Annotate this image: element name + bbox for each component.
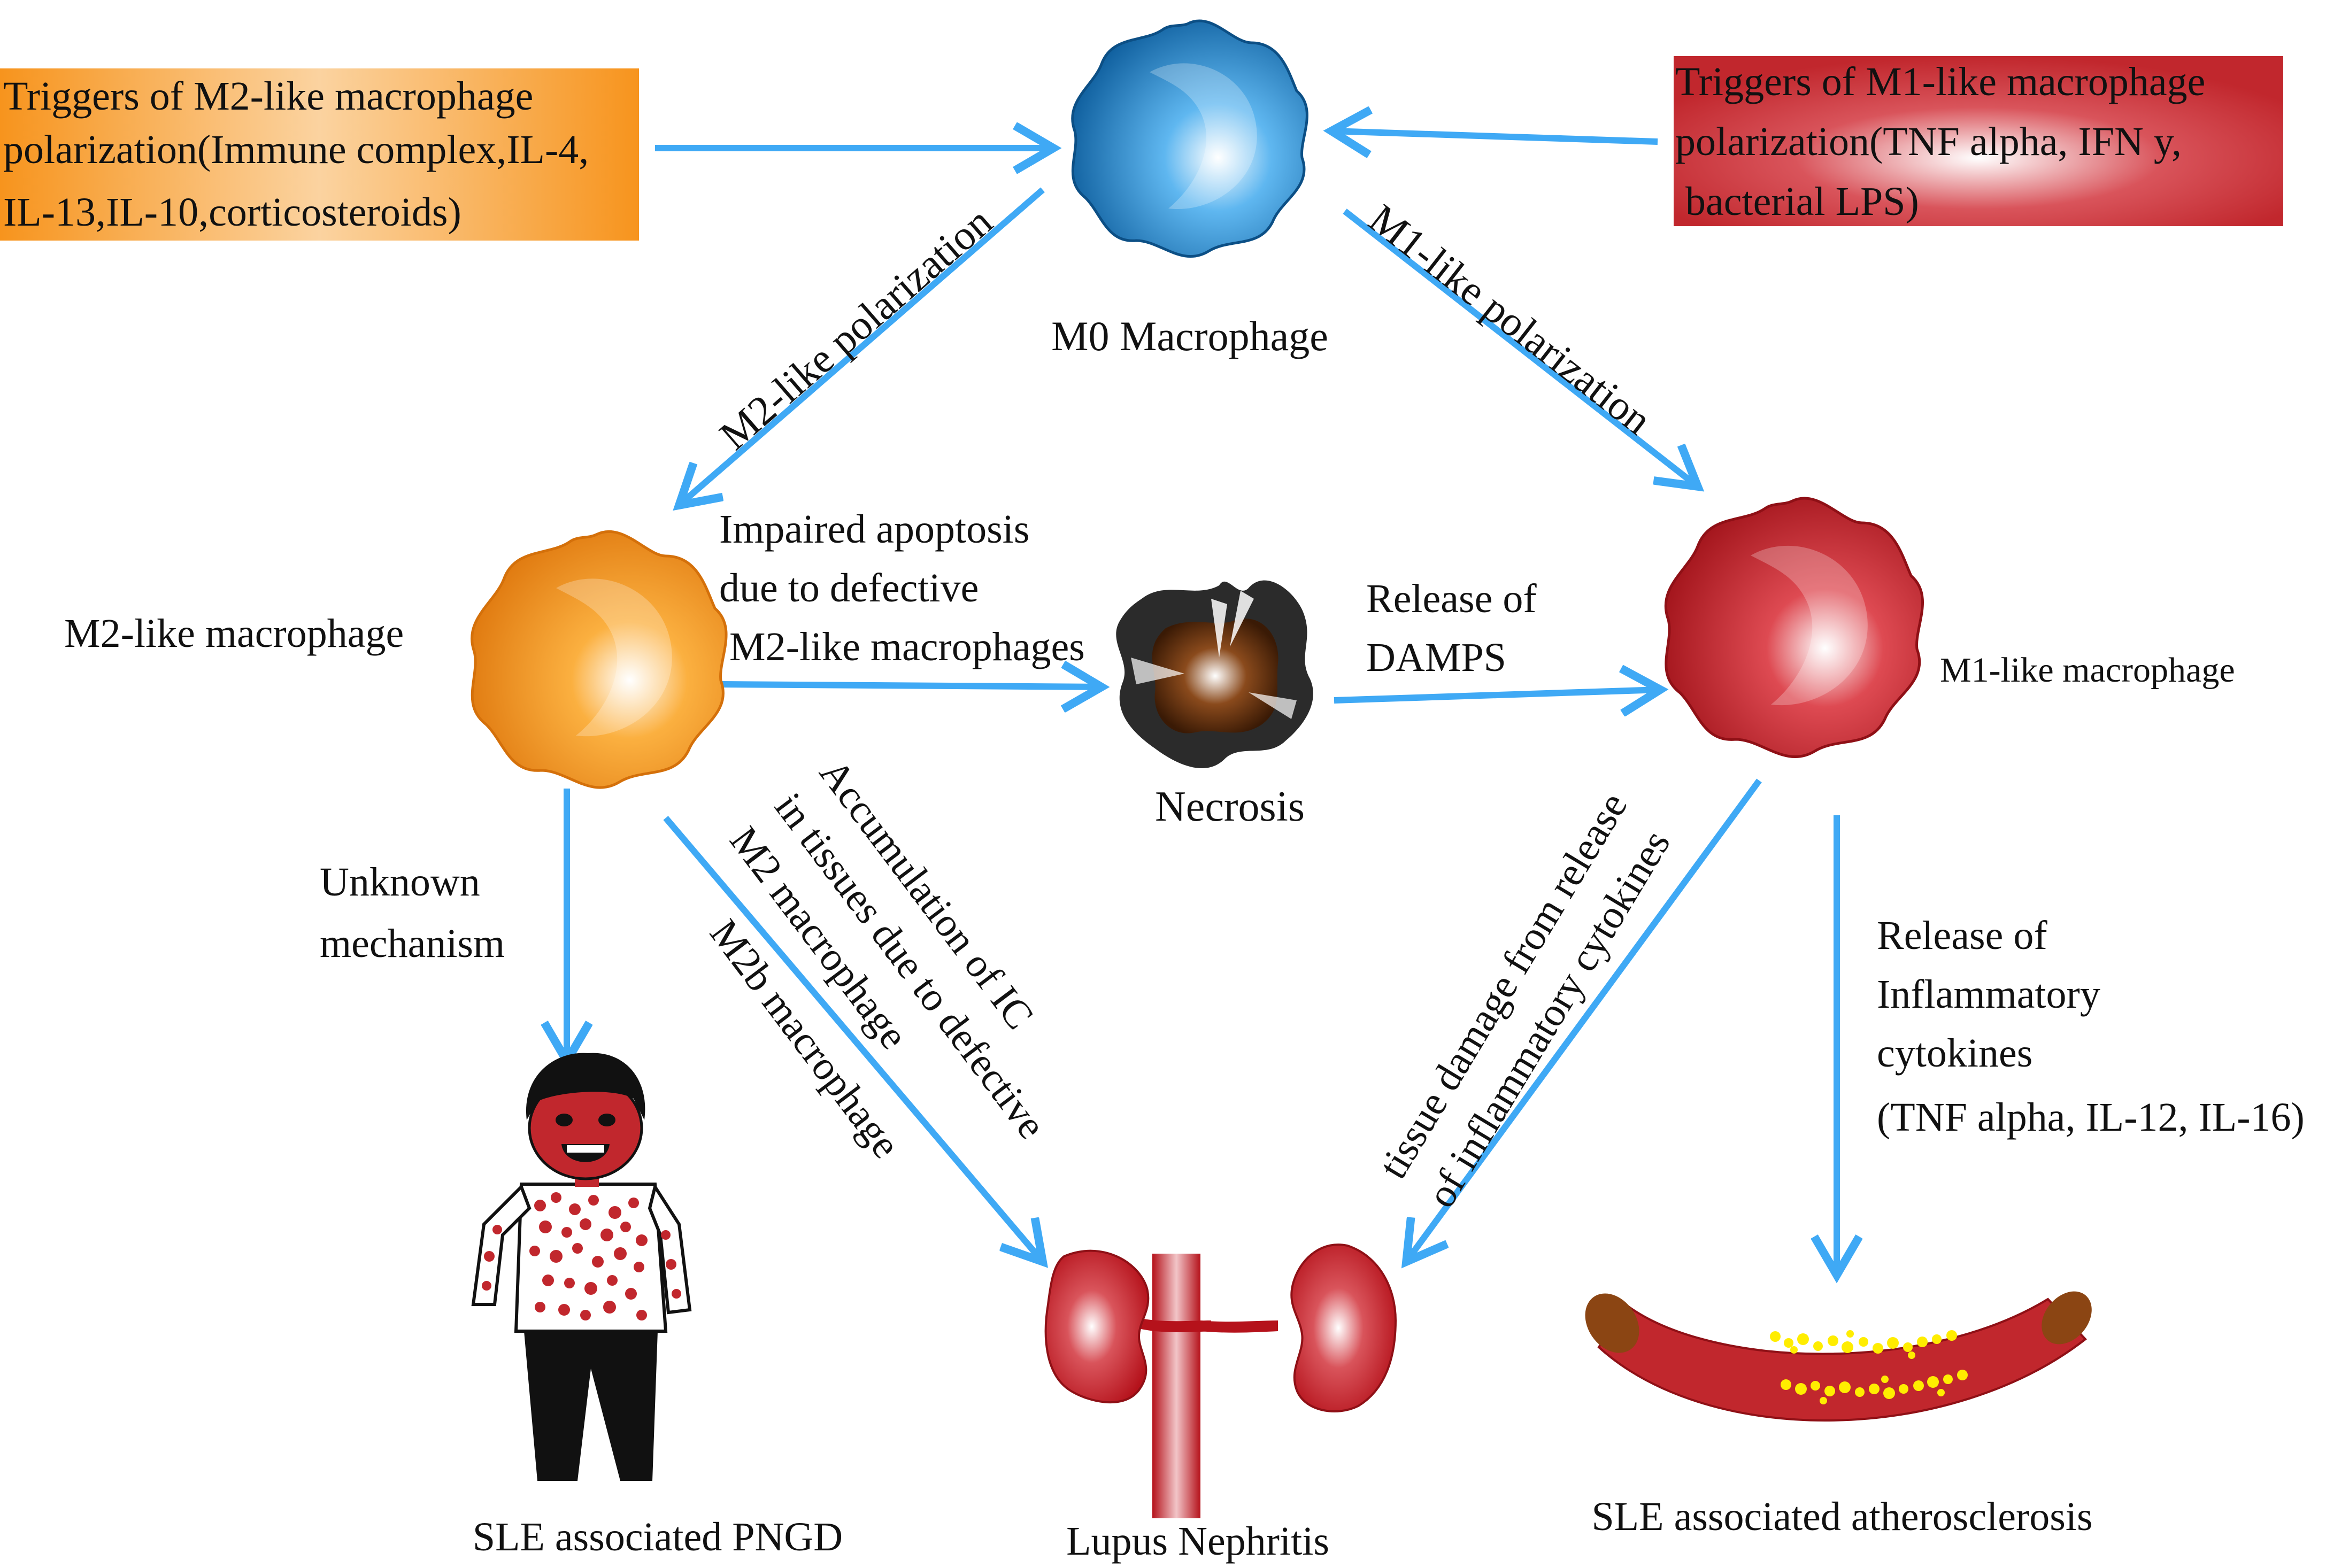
- m2-triggers-box-fill: [0, 68, 639, 241]
- m2-triggers-box: Triggers of M2-like macrophage polarizat…: [0, 68, 639, 241]
- m1-like-macrophage: M1-like macrophage: [1664, 497, 2235, 758]
- m0-macrophage-icon: [1071, 19, 1308, 258]
- arrow-m0-to-m2: [679, 187, 1045, 505]
- m2-like-macrophage: M2-like macrophage: [64, 530, 728, 789]
- rash-dots: [482, 1192, 681, 1320]
- arrow-m0-to-m1: [1343, 208, 1698, 486]
- impaired-apoptosis-line-3: M2-like macrophages: [719, 624, 1085, 669]
- cytokines-line-4: (TNF alpha, IL-12, IL-16): [1877, 1095, 2305, 1140]
- m2-macrophage-label: M2-like macrophage: [64, 611, 404, 656]
- necrosis-label: Necrosis: [1155, 783, 1305, 830]
- unknown-mechanism-label: Unknown mechanism: [320, 860, 505, 966]
- m1-macrophage-label: M1-like macrophage: [1940, 651, 2235, 690]
- tissue-damage-label: tissue damage from release of inflammato…: [1370, 785, 1679, 1215]
- m1-triggers-line-1: Triggers of M1-like macrophage: [1675, 59, 2205, 104]
- cytokines-label: Release of Inflammatory cytokines (TNF a…: [1877, 913, 2305, 1140]
- nephritis-label: Lupus Nephritis: [1066, 1519, 1329, 1564]
- atherosclerosis-outcome: SLE associated atherosclerosis: [1585, 1291, 2093, 1539]
- kidneys-icon: [1044, 1243, 1397, 1518]
- unknown-mechanism-line-2: mechanism: [320, 921, 505, 966]
- damps-label: Release of DAMPS: [1366, 576, 1537, 680]
- m0-macrophage: M0 Macrophage: [1051, 19, 1328, 359]
- arrow-m2-to-nephritis: [663, 816, 1043, 1262]
- m0-macrophage-label: M0 Macrophage: [1051, 313, 1328, 359]
- m2-triggers-line-3: IL-13,IL-10,corticosteroids): [3, 190, 461, 235]
- impaired-apoptosis-line-2: due to defective: [719, 566, 979, 611]
- cytokines-line-2: Inflammatory: [1877, 972, 2100, 1017]
- artery-plaque-icon: [1585, 1291, 2092, 1422]
- necrosis: Necrosis: [1116, 580, 1313, 830]
- m1-triggers-box-fill: [1674, 56, 2283, 226]
- m1-triggers-line-3: bacterial LPS): [1675, 179, 1919, 224]
- damps-line-2: DAMPS: [1366, 635, 1506, 680]
- cytokines-line-1: Release of: [1877, 913, 2047, 958]
- m1-triggers-box: Triggers of M1-like macrophage polarizat…: [1674, 56, 2283, 226]
- m1-triggers-line-2: polarization(TNF alpha, IFN y,: [1675, 119, 2182, 164]
- cytokines-line-3: cytokines: [1877, 1031, 2032, 1076]
- sle-pngd-outcome: SLE associated PNGD: [471, 1053, 843, 1559]
- patient-rash-icon: [471, 1053, 692, 1481]
- m2-polarization-label: M2-like polarization: [711, 198, 1001, 459]
- m1-macrophage-icon: [1664, 497, 1924, 758]
- arrow-m1-triggers-to-m0: [1331, 131, 1658, 142]
- arrow-m1-to-nephritis: [1406, 778, 1762, 1262]
- m2-triggers-line-2: polarization(Immune complex,IL-4,: [3, 127, 589, 172]
- pngd-label: SLE associated PNGD: [473, 1515, 843, 1559]
- plaque-deposits: [1770, 1330, 1968, 1404]
- unknown-mechanism-line-1: Unknown: [320, 860, 480, 905]
- arrows: [567, 131, 1837, 1275]
- m2-macrophage-icon: [471, 530, 728, 789]
- arrow-m2-to-necrosis: [721, 684, 1102, 687]
- m2-triggers-line-1: Triggers of M2-like macrophage: [3, 74, 533, 119]
- m1-polarization-label: M1-like polarization: [1361, 195, 1660, 444]
- necrotic-cell-icon: [1116, 580, 1313, 769]
- impaired-apoptosis-line-1: Impaired apoptosis: [719, 507, 1029, 552]
- damps-line-1: Release of: [1366, 576, 1537, 621]
- arrow-necrosis-to-m1: [1334, 690, 1660, 700]
- lupus-nephritis-outcome: Lupus Nephritis: [1044, 1243, 1397, 1564]
- impaired-apoptosis-label: Impaired apoptosis due to defective M2-l…: [719, 507, 1085, 669]
- atherosclerosis-label: SLE associated atherosclerosis: [1591, 1494, 2092, 1539]
